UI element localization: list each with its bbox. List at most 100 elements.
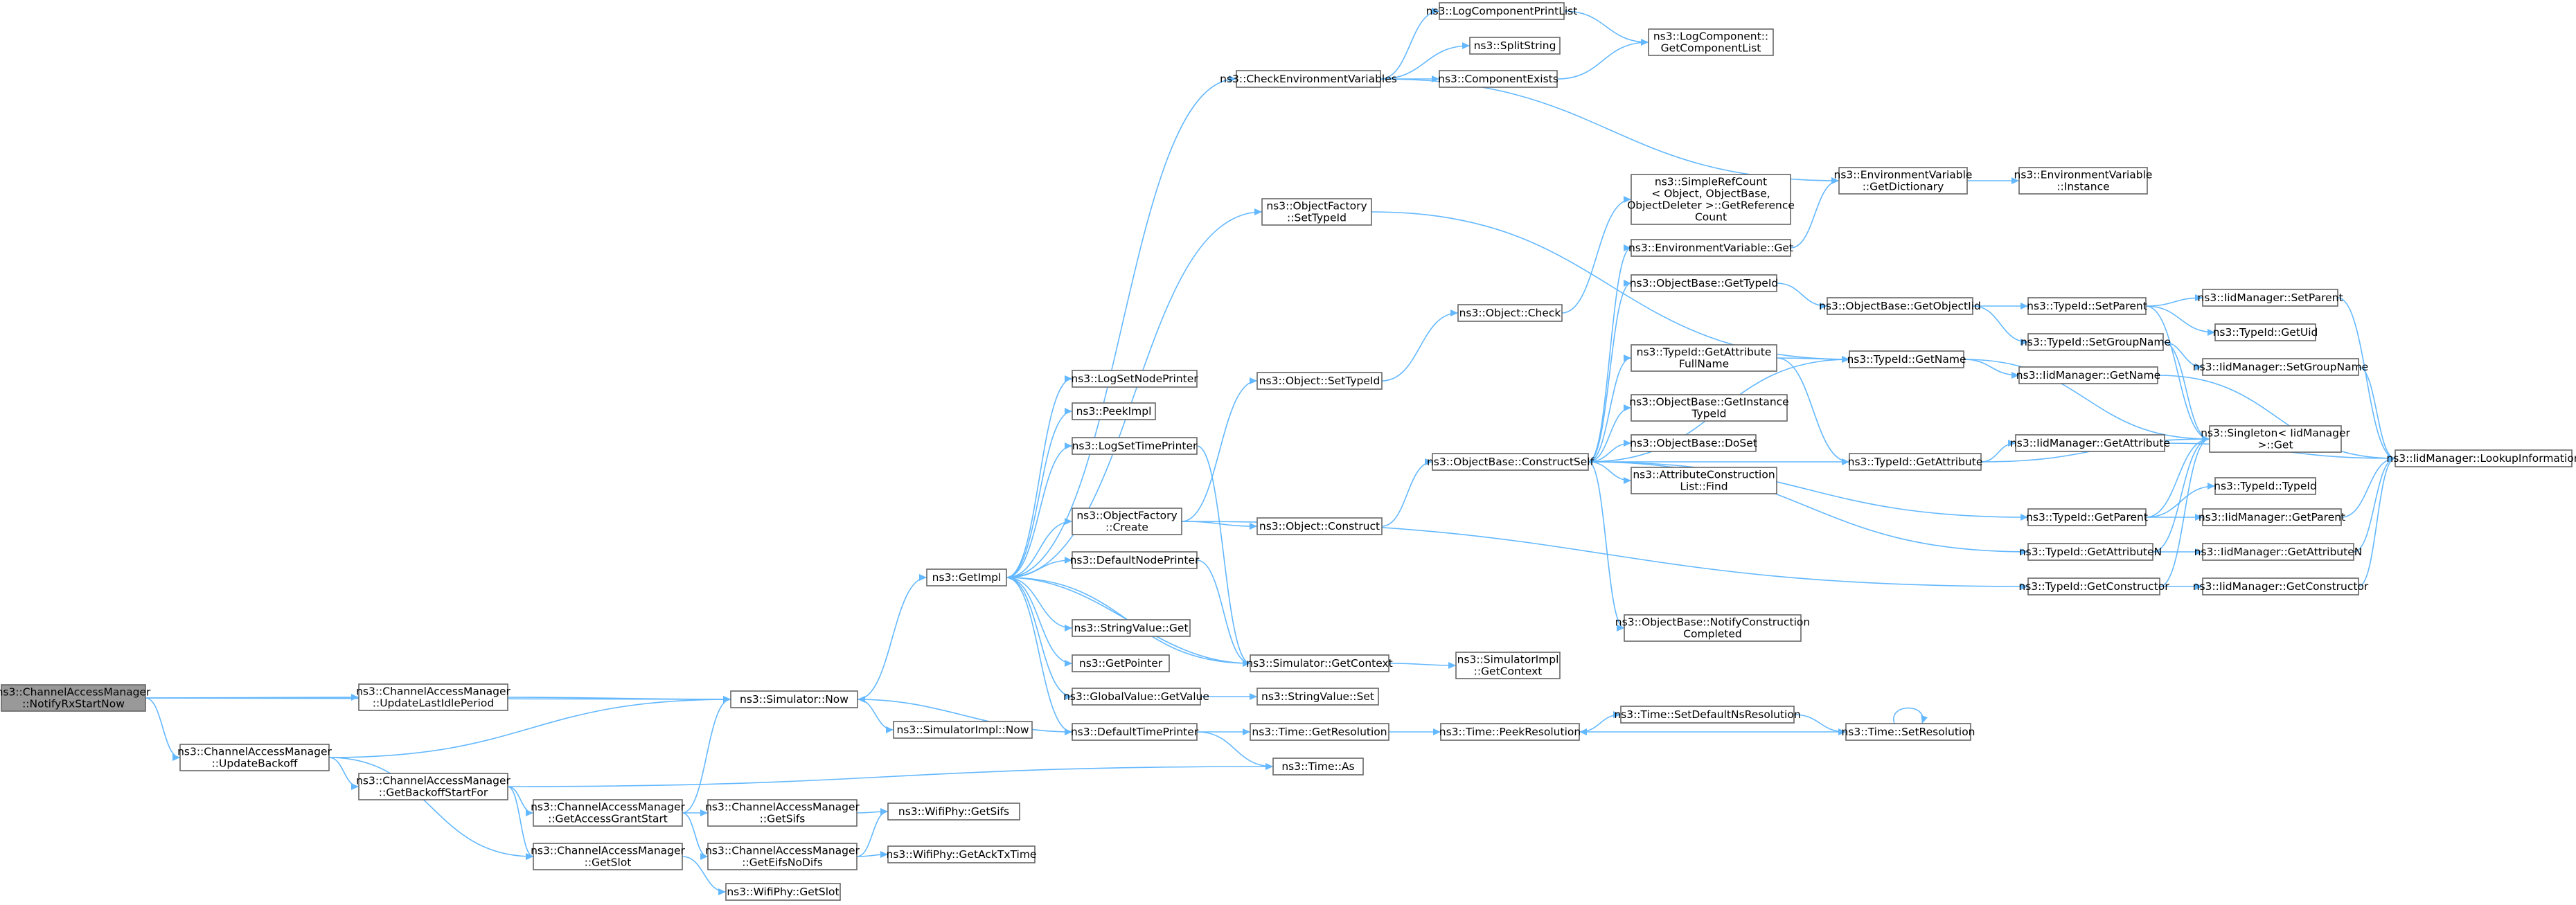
node-objbasegettid[interactable]: ns3::ObjectBase::GetTypeId xyxy=(1630,274,1779,292)
node-label: ns3::TypeId::TypeId xyxy=(2214,480,2317,492)
node-envinstance[interactable]: ns3::EnvironmentVariable::Instance xyxy=(2014,167,2153,195)
edge-arrowhead xyxy=(2195,364,2203,370)
node-strvalset[interactable]: ns3::StringValue::Set xyxy=(1256,688,1379,706)
node-iidgetcons[interactable]: ns3::IidManager::GetConstructor xyxy=(2193,577,2369,595)
edge-arrowhead xyxy=(700,809,708,816)
node-strvalget[interactable]: ns3::StringValue::Get xyxy=(1072,619,1191,637)
node-box xyxy=(1272,758,1364,776)
edge-arrowhead xyxy=(2195,294,2203,301)
node-objcheck[interactable]: ns3::Object::Check xyxy=(1457,304,1563,322)
node-iidgetparent[interactable]: ns3::IidManager::GetParent xyxy=(2199,508,2345,526)
node-wifislot[interactable]: ns3::WifiPhy::GetSlot xyxy=(725,883,841,901)
node-box xyxy=(707,799,858,827)
node-getaccess[interactable]: ns3::ChannelAccessManager::GetAccessGran… xyxy=(531,799,686,827)
node-envgetdict[interactable]: ns3::EnvironmentVariable::GetDictionary xyxy=(1834,167,1973,195)
node-timeas[interactable]: ns3::Time::As xyxy=(1272,758,1364,776)
node-getsifs[interactable]: ns3::ChannelAccessManager::GetSifs xyxy=(705,799,860,827)
node-objfactsettid[interactable]: ns3::ObjectFactory::SetTypeId xyxy=(1261,198,1372,226)
node-tidgetuid[interactable]: ns3::TypeId::GetUid xyxy=(2213,323,2318,341)
node-simgetctx[interactable]: ns3::Simulator::GetContext xyxy=(1246,654,1393,672)
node-timepeekres[interactable]: ns3::Time::PeekResolution xyxy=(1439,723,1581,741)
node-objbasecs[interactable]: ns3::ObjectBase::ConstructSelf xyxy=(1427,453,1595,471)
node-label: ns3::ObjectFactory xyxy=(1076,510,1177,522)
node-wifiack[interactable]: ns3::WifiPhy::GetAckTxTime xyxy=(887,845,1037,863)
edge-arrowhead xyxy=(1065,518,1072,525)
node-tidtypeid[interactable]: ns3::TypeId::TypeId xyxy=(2214,477,2317,495)
node-iidgetname[interactable]: ns3::IidManager::GetName xyxy=(2016,366,2160,384)
edge-objbasecs-to-envget xyxy=(1588,247,1632,463)
edge-arrowhead xyxy=(1250,523,1257,530)
node-objconstruct[interactable]: ns3::Object::Construct xyxy=(1256,517,1383,535)
node-iidgetattr[interactable]: ns3::IidManager::GetAttribute xyxy=(2010,434,2170,452)
node-compexists[interactable]: ns3::ComponentExists xyxy=(1438,70,1558,88)
node-simnow[interactable]: ns3::Simulator::Now xyxy=(730,690,858,708)
node-label: ::NotifyRxStartNow xyxy=(22,698,125,710)
node-getback[interactable]: ns3::ChannelAccessManager::GetBackoffSta… xyxy=(356,773,511,800)
edge-arrowhead xyxy=(1842,458,1849,465)
edge-tidgetparent-to-tidtypeid xyxy=(2145,485,2216,518)
node-tidgetname[interactable]: ns3::TypeId::GetName xyxy=(1847,350,1966,368)
node-tidgetattr[interactable]: ns3::TypeId::GetAttribute xyxy=(1848,453,1983,471)
node-objfactcreate[interactable]: ns3::ObjectFactory::Create xyxy=(1072,508,1182,535)
node-tidsetparent[interactable]: ns3::TypeId::SetParent xyxy=(2027,297,2147,315)
node-box xyxy=(1631,239,1791,257)
node-getimpl[interactable]: ns3::GetImpl xyxy=(926,568,1007,586)
node-deftimeprinter[interactable]: ns3::DefaultTimePrinter xyxy=(1071,723,1199,741)
node-updback[interactable]: ns3::ChannelAccessManager::UpdateBackoff xyxy=(177,744,332,771)
node-tidgetparent[interactable]: ns3::TypeId::GetParent xyxy=(2026,508,2148,526)
node-box xyxy=(2027,508,2147,526)
node-objbasedoset[interactable]: ns3::ObjectBase::DoSet xyxy=(1630,434,1757,452)
node-box xyxy=(2202,358,2359,376)
edge-arrowhead xyxy=(1921,715,1928,724)
node-simimplctx[interactable]: ns3::SimulatorImpl::GetContext xyxy=(1455,652,1561,679)
node-label: ns3::SimulatorImpl::Now xyxy=(896,724,1029,736)
node-tidgetattrn[interactable]: ns3::TypeId::GetAttributeN xyxy=(2019,543,2162,561)
node-timesetdefns[interactable]: ns3::Time::SetDefaultNsResolution xyxy=(1614,706,1801,724)
node-defnodeprinter[interactable]: ns3::DefaultNodePrinter xyxy=(1070,551,1200,569)
node-simimplnow[interactable]: ns3::SimulatorImpl::Now xyxy=(893,721,1033,739)
node-timegetres[interactable]: ns3::Time::GetResolution xyxy=(1250,723,1389,741)
node-geteifs[interactable]: ns3::ChannelAccessManager::GetEifsNoDifs xyxy=(705,843,860,870)
node-iidsetgroup[interactable]: ns3::IidManager::SetGroupName xyxy=(2193,358,2368,376)
node-wifisifs[interactable]: ns3::WifiPhy::GetSifs xyxy=(887,803,1020,821)
node-box xyxy=(2202,577,2359,595)
edge-arrowhead xyxy=(1006,574,1014,581)
node-checkenv[interactable]: ns3::CheckEnvironmentVariables xyxy=(1220,70,1397,88)
node-iidlookup[interactable]: ns3::IidManager::LookupInformation xyxy=(2386,449,2576,467)
node-simpleref[interactable]: ns3::SimpleRefCount< Object, ObjectBase,… xyxy=(1627,174,1795,225)
edge-arrowhead xyxy=(2008,440,2016,447)
node-timesetres[interactable]: ns3::Time::SetResolution xyxy=(1841,723,1975,741)
node-envget[interactable]: ns3::EnvironmentVariable::Get xyxy=(1628,239,1793,257)
node-label: ::UpdateBackoff xyxy=(212,758,298,770)
node-box xyxy=(1250,723,1389,741)
node-tidgetcons[interactable]: ns3::TypeId::GetConstructor xyxy=(2018,577,2169,595)
node-logsettime[interactable]: ns3::LogSetTimePrinter xyxy=(1072,437,1198,455)
edge-checkenv-to-logcompprint xyxy=(1380,10,1440,80)
node-objsettid[interactable]: ns3::Object::SetTypeId xyxy=(1256,372,1383,390)
node-iidsetparent[interactable]: ns3::IidManager::SetParent xyxy=(2197,289,2343,307)
node-updlast[interactable]: ns3::ChannelAccessManager::UpdateLastIdl… xyxy=(356,683,511,711)
node-getpointer[interactable]: ns3::GetPointer xyxy=(1072,654,1170,672)
node-label: ns3::TypeId::GetUid xyxy=(2213,326,2318,339)
edge-arrowhead xyxy=(1624,280,1631,287)
node-label: ns3::ObjectBase::GetObjectIid xyxy=(1819,300,1981,312)
node-label: ns3::IidManager::LookupInformation xyxy=(2386,452,2576,465)
node-iidgetattrn[interactable]: ns3::IidManager::GetAttributeN xyxy=(2194,543,2363,561)
edge-getimpl-to-deftimeprinter xyxy=(1006,577,1073,733)
node-logsetnode[interactable]: ns3::LogSetNodePrinter xyxy=(1071,370,1198,388)
node-getcomplist[interactable]: ns3::LogComponent::GetComponentList xyxy=(1648,28,1774,56)
edge-iidgetcons-to-iidlookup xyxy=(2358,458,2396,587)
node-objbasegetotid[interactable]: ns3::ObjectBase::GetObjectIid xyxy=(1819,297,1981,315)
node-getslot[interactable]: ns3::ChannelAccessManager::GetSlot xyxy=(531,843,686,870)
node-notify[interactable]: ns3::ChannelAccessManager::NotifyRxStart… xyxy=(0,684,151,712)
node-peekimpl[interactable]: ns3::PeekImpl xyxy=(1072,402,1156,420)
node-logcompprint[interactable]: ns3::LogComponentPrintList xyxy=(1426,2,1578,20)
node-splitstr[interactable]: ns3::SplitString xyxy=(1469,37,1561,55)
node-globalvalget[interactable]: ns3::GlobalValue::GetValue xyxy=(1063,688,1209,706)
node-tidsetgroup[interactable]: ns3::TypeId::SetGroupName xyxy=(2020,333,2171,351)
node-objbasenotify[interactable]: ns3::ObjectBase::NotifyConstructionCompl… xyxy=(1615,614,1810,642)
node-singletonget[interactable]: ns3::Singleton< IidManager>::Get xyxy=(2201,425,2351,453)
